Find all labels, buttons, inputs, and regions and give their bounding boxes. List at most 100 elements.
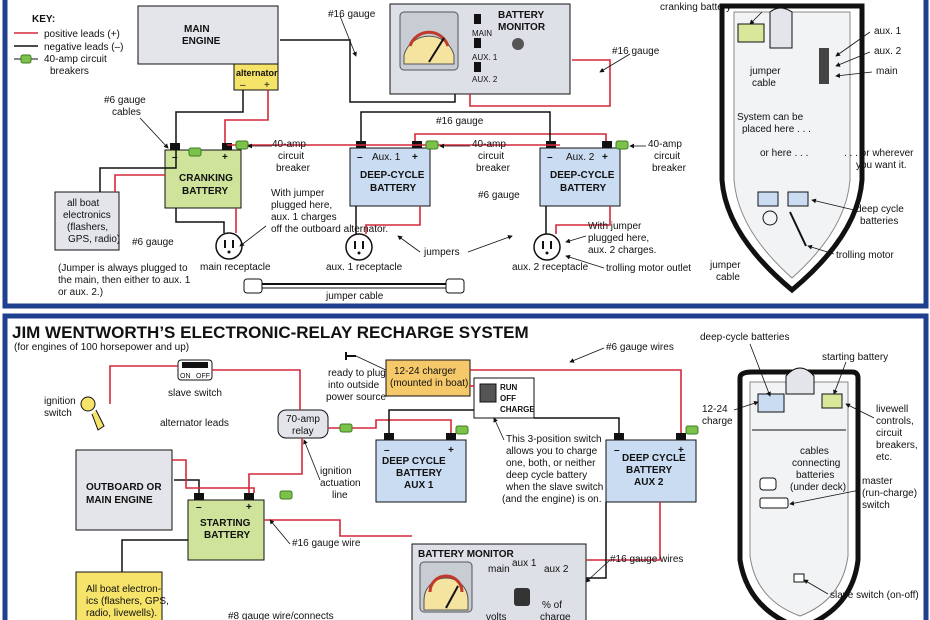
aux2-receptacle-label: aux. 2 receptacle <box>512 262 589 273</box>
boat-b-cables-3: batteries <box>796 470 834 481</box>
switch-note-5: when the slave switch <box>505 482 603 493</box>
baux1-3: AUX 1 <box>404 480 434 491</box>
boat-electronics-box <box>54 191 120 251</box>
top-panel-frame <box>2 0 929 309</box>
ignition-actuation-3: line <box>332 490 348 501</box>
top-gauge6-b: #6 gauge <box>478 190 520 201</box>
aux2-deep-2: BATTERY <box>560 183 606 194</box>
baux1-neg: – <box>384 445 390 456</box>
boat-b-master-3: switch <box>862 500 890 511</box>
boat-b-livewell-4: breakers, <box>876 440 918 451</box>
gauge-needle <box>428 37 445 63</box>
trolling-outlet-label: trolling motor outlet <box>606 263 691 274</box>
aux2-battery <box>539 147 621 207</box>
aux2-breaker-3: breaker <box>652 163 687 174</box>
starting-1: STARTING <box>200 518 251 529</box>
top-gauge6-a: #6 gauge <box>132 237 174 248</box>
slave-switch-label: slave switch <box>168 388 222 399</box>
starting-battery <box>187 499 265 561</box>
main-receptacle-icon[interactable] <box>215 232 243 260</box>
ignition-switch-icon[interactable] <box>80 396 105 431</box>
main-breaker-1: 40-amp <box>272 139 306 150</box>
ignition-actuation-2: actuation <box>320 478 361 489</box>
aux1-receptacle-icon[interactable] <box>345 233 373 261</box>
boat-b-master-2: (run-charge) <box>862 488 917 499</box>
bmonitor-aux2: aux 2 <box>544 564 569 575</box>
jumper-plug-right-icon[interactable] <box>445 278 465 294</box>
jumper-note1-3: aux. 1 charges <box>271 212 337 223</box>
relay-box <box>277 409 329 439</box>
baux1-pos: + <box>448 445 454 456</box>
bottom-title: JIM WENTWORTH’S ELECTRONIC-RELAY RECHARG… <box>12 323 529 342</box>
jumper-note1-2: plugged here, <box>271 200 332 211</box>
electronics-4: GPS, radio) <box>68 234 120 245</box>
bottom-electronics-box <box>75 571 163 620</box>
plug-note-2: into outside <box>328 380 380 391</box>
jumper-cable-label: jumper cable <box>325 291 384 302</box>
key-breaker-2: breakers <box>50 66 89 77</box>
boat-trolling-motor: trolling motor <box>836 250 894 261</box>
aux1-neg: – <box>357 152 363 163</box>
charger-1: 12-24 charger <box>394 366 457 377</box>
jumpers-label: jumpers <box>423 247 460 258</box>
electronics-1: all boat <box>67 198 99 209</box>
boat-deep-cycle-2: batteries <box>860 216 898 227</box>
boat-aux2: aux. 2 <box>874 46 902 57</box>
belec-2: ics (flashers, GPS, <box>86 596 169 607</box>
bottom-starting-icon <box>821 393 843 409</box>
top-gauge16-b: #16 gauge <box>612 46 660 57</box>
outboard-1: OUTBOARD OR <box>86 482 162 493</box>
top-gauge16-c: #16 gauge <box>436 116 484 127</box>
monitor-main: MAIN <box>472 29 492 38</box>
monitor-aux1: AUX. 1 <box>472 53 498 62</box>
alternator-box <box>233 63 279 91</box>
switch-off: OFF <box>500 394 516 403</box>
electronics-3: (flashers, <box>67 222 108 233</box>
cranking-pos: + <box>222 152 228 163</box>
boat-b-charger-1: 12-24 <box>702 404 728 415</box>
aux2-receptacle-icon[interactable] <box>533 233 561 261</box>
gauge6-wires: #6 gauge wires <box>606 342 674 353</box>
aux1-deep-2: BATTERY <box>370 183 416 194</box>
bmonitor-main: main <box>488 564 510 575</box>
top-gauge6-cables-1: #6 gauge <box>104 95 146 106</box>
aux1-deep-1: DEEP-CYCLE <box>360 170 425 181</box>
boat-b-slave: slave switch (on-off) <box>830 590 919 601</box>
alternator-neg: – <box>240 80 246 91</box>
gauge8-wire: #8 gauge wire/connects <box>228 611 334 620</box>
boat-cranking-battery: cranking battery <box>660 2 731 13</box>
cranking-battery <box>164 149 242 209</box>
outboard-2: MAIN ENGINE <box>86 495 153 506</box>
jumper-note2-2: plugged here, <box>588 233 649 244</box>
plug-note-1: ready to plug <box>328 368 386 379</box>
key-positive: positive leads (+) <box>44 29 120 40</box>
switch-note-4: deep cycle battery <box>506 470 587 481</box>
aux2-deep-1: DEEP-CYCLE <box>550 170 615 181</box>
top-gauge16-a: #16 gauge <box>328 9 376 20</box>
boat-b-charger-2: charge <box>702 416 733 427</box>
boat-deep-cycle-1: deep cycle <box>856 204 904 215</box>
cranking-label-2: BATTERY <box>182 186 228 197</box>
cranking-battery-icon <box>737 23 765 43</box>
boat-b-livewell-5: etc. <box>876 452 892 463</box>
jumper-note1-1: With jumper <box>271 188 325 199</box>
boat-wherever-1: . . . or wherever <box>844 148 914 159</box>
ignition-actuation-1: ignition <box>320 466 352 477</box>
key-negative: negative leads (–) <box>44 42 124 53</box>
monitor-knob-icon[interactable] <box>512 38 524 50</box>
boat-b-starting: starting battery <box>822 352 888 363</box>
alternator-pos: + <box>264 80 270 91</box>
jumper-note3-2: the main, then either to aux. 1 <box>58 275 191 286</box>
boat-b-cables-2: connecting <box>792 458 840 469</box>
bottom-outboard-icon <box>785 367 815 395</box>
bmonitor-selector-icon[interactable] <box>514 588 530 606</box>
aux1-battery <box>349 147 431 207</box>
jumper-plug-left-icon[interactable] <box>243 278 263 294</box>
boat-b-cables-4: (under deck) <box>790 482 846 493</box>
boat-b-livewell-3: circuit <box>876 428 902 439</box>
breaker-icon <box>20 54 32 64</box>
starting-2: BATTERY <box>204 530 250 541</box>
bmonitor-aux1: aux 1 <box>512 558 537 569</box>
boat-wherever-2: you want it. <box>856 160 907 171</box>
bottom-deep-cycle-icon <box>757 393 785 413</box>
